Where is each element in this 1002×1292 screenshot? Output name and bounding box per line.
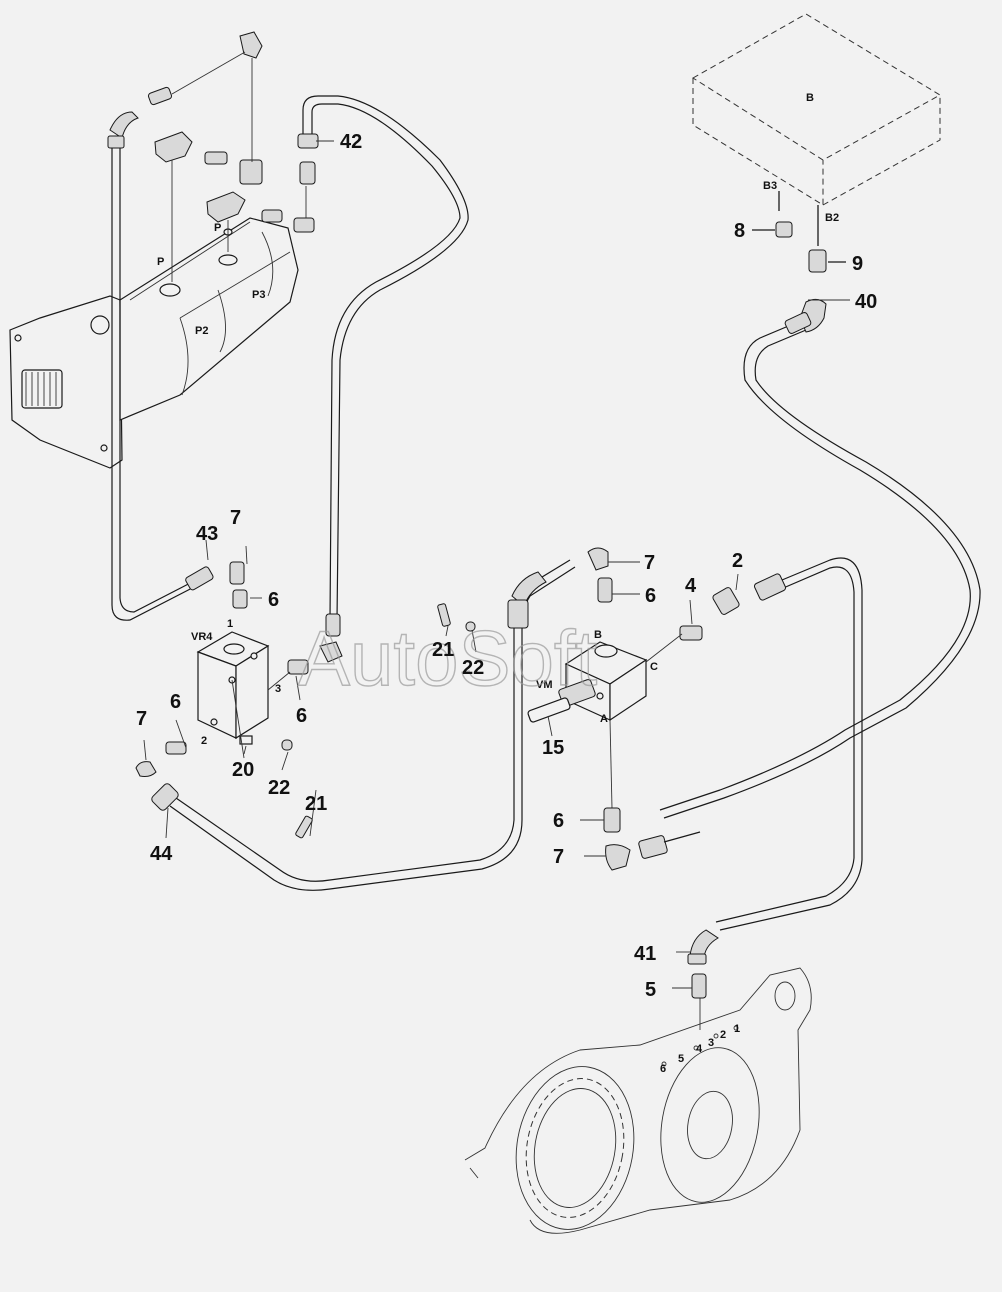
watermark: AutoSoft — [298, 614, 598, 702]
callout-44: 44 — [150, 843, 173, 865]
callout-5: 5 — [645, 979, 656, 1001]
vm-port-a: A — [600, 713, 608, 725]
box-b-label: B — [806, 92, 814, 104]
callout-21-a: 21 — [432, 639, 454, 661]
vr4-fittings — [135, 539, 477, 839]
callout-9: 9 — [852, 253, 863, 275]
vr4-port-3: 3 — [275, 683, 281, 695]
callout-numbers: 42 8 9 40 43 7 6 7 6 4 2 21 22 6 6 7 20 … — [136, 131, 877, 1001]
vr4-port-1: 1 — [227, 618, 233, 630]
b3-label: B3 — [763, 180, 777, 192]
hose-41 — [687, 557, 863, 965]
hose-44 — [151, 559, 576, 891]
callout-42: 42 — [340, 131, 362, 153]
callout-6-a: 6 — [268, 589, 279, 611]
valve-vm: VM A B C — [527, 629, 658, 809]
callout-15: 15 — [542, 737, 564, 759]
hole-2: 2 — [720, 1029, 726, 1041]
pump-p3-label: P3 — [252, 289, 265, 301]
callout-2: 2 — [732, 550, 743, 572]
callout-7-d: 7 — [553, 846, 564, 868]
pump-p-label-2: P — [214, 222, 221, 234]
b2-label: B2 — [825, 212, 839, 224]
callout-22-a: 22 — [462, 657, 484, 679]
motor-housing: 1 2 3 4 5 6 — [464, 967, 812, 1234]
hole-5: 5 — [678, 1053, 684, 1065]
hose-42 — [297, 95, 469, 663]
hole-3: 3 — [708, 1037, 714, 1049]
hose-43 — [107, 111, 214, 621]
hole-4: 4 — [696, 1043, 703, 1055]
valve-vr4: VR4 1 2 3 — [191, 618, 281, 759]
callout-7-c: 7 — [136, 708, 147, 730]
fitting-8 — [752, 221, 793, 238]
callout-7-a: 7 — [230, 507, 241, 529]
vm-label: VM — [536, 679, 553, 691]
callout-6-e: 6 — [553, 810, 564, 832]
vr4-port-2: 2 — [201, 735, 207, 747]
callout-4: 4 — [685, 575, 697, 597]
callout-22-b: 22 — [268, 777, 290, 799]
hydraulic-pump: P P P3 P2 — [9, 31, 316, 469]
hole-6: 6 — [660, 1063, 666, 1075]
hole-1: 1 — [734, 1023, 740, 1035]
pump-p2-label: P2 — [195, 325, 208, 337]
callout-6-b: 6 — [645, 585, 656, 607]
component-b-box: B B3 B2 — [692, 13, 941, 246]
callout-43: 43 — [196, 523, 218, 545]
hose-40 — [638, 298, 981, 859]
vr4-label: VR4 — [191, 631, 213, 643]
callout-6-c: 6 — [296, 705, 307, 727]
callout-6-d: 6 — [170, 691, 181, 713]
callout-8: 8 — [734, 220, 745, 242]
callout-41: 41 — [634, 943, 656, 965]
pump-p-label-1: P — [157, 256, 164, 268]
callout-20: 20 — [232, 759, 254, 781]
fitting-9 — [808, 249, 846, 273]
callout-40: 40 — [855, 291, 877, 313]
callout-21-b: 21 — [305, 793, 327, 815]
vm-port-c: C — [650, 661, 658, 673]
callout-7-b: 7 — [644, 552, 655, 574]
vm-port-b: B — [594, 629, 602, 641]
vm-fittings — [316, 140, 850, 1030]
